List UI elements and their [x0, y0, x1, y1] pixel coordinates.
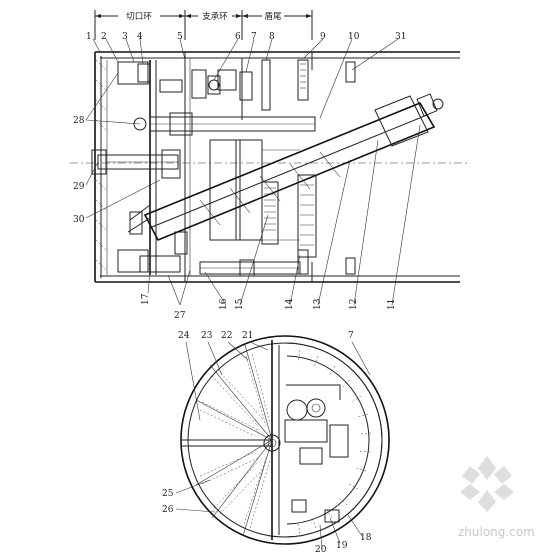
shield-shell [94, 51, 460, 283]
section-dimension-line: 切口环 支承环 盾尾 [94, 10, 313, 40]
callout-9: 9 [320, 32, 326, 42]
screw-conveyor [127, 93, 444, 242]
callout-22: 22 [221, 331, 232, 341]
callout-20: 20 [315, 545, 327, 555]
callout-11: 11 [387, 299, 397, 310]
callout-8: 8 [269, 32, 275, 42]
callout-14: 14 [285, 298, 295, 310]
main-shaft [91, 149, 179, 175]
callout-13: 13 [313, 298, 323, 310]
callout-1: 1 [86, 32, 92, 42]
callout-19: 19 [336, 541, 348, 551]
callouts-bottom: 17 27 16 15 14 13 12 11 [141, 293, 397, 321]
drive-motors [191, 59, 300, 241]
callout-10: 10 [348, 32, 360, 42]
callout-17: 17 [141, 293, 151, 305]
section-label-support-ring: 支承环 [202, 11, 228, 22]
callout-28: 28 [73, 116, 85, 126]
callout-30: 30 [73, 215, 85, 225]
lining-segments [297, 59, 356, 275]
callout-3: 3 [122, 32, 128, 42]
callout-23: 23 [201, 331, 213, 341]
callout-12: 12 [349, 299, 359, 310]
watermark-logo [460, 456, 514, 512]
callout-31: 31 [395, 32, 406, 42]
callout-7: 7 [251, 32, 257, 42]
callout-25: 25 [162, 489, 174, 499]
callout-24: 24 [178, 331, 190, 341]
callout-leaders [85, 38, 421, 306]
watermark-text: zhulong.com [458, 525, 535, 539]
callout-21: 21 [242, 331, 253, 341]
cross-section: 24 23 22 21 7 25 26 20 19 18 [162, 331, 390, 555]
section-label-tail: 盾尾 [264, 11, 282, 22]
callout-18: 18 [360, 533, 372, 543]
callout-15: 15 [235, 298, 245, 310]
callout-7-section: 7 [348, 331, 354, 341]
side-elevation: 切口环 支承环 盾尾 [70, 10, 470, 321]
callout-26: 26 [162, 505, 174, 515]
upper-rod [133, 112, 316, 136]
callout-4: 4 [137, 32, 143, 42]
callouts-left: 28 29 30 [73, 116, 85, 225]
callout-6: 6 [235, 32, 241, 42]
section-label-cutting-ring: 切口环 [126, 12, 152, 22]
callout-2: 2 [101, 32, 107, 42]
section-machinery [284, 384, 349, 523]
callouts-top: 1 2 3 4 5 6 7 8 9 10 31 [86, 32, 406, 42]
shield-jacks [199, 174, 317, 277]
section-leaders [175, 341, 371, 549]
callout-16: 16 [219, 298, 229, 310]
bulkhead-frame [117, 60, 188, 275]
cutter-arms [195, 344, 273, 537]
callout-5: 5 [177, 32, 183, 42]
callout-27: 27 [174, 311, 186, 321]
callout-29: 29 [73, 182, 85, 192]
